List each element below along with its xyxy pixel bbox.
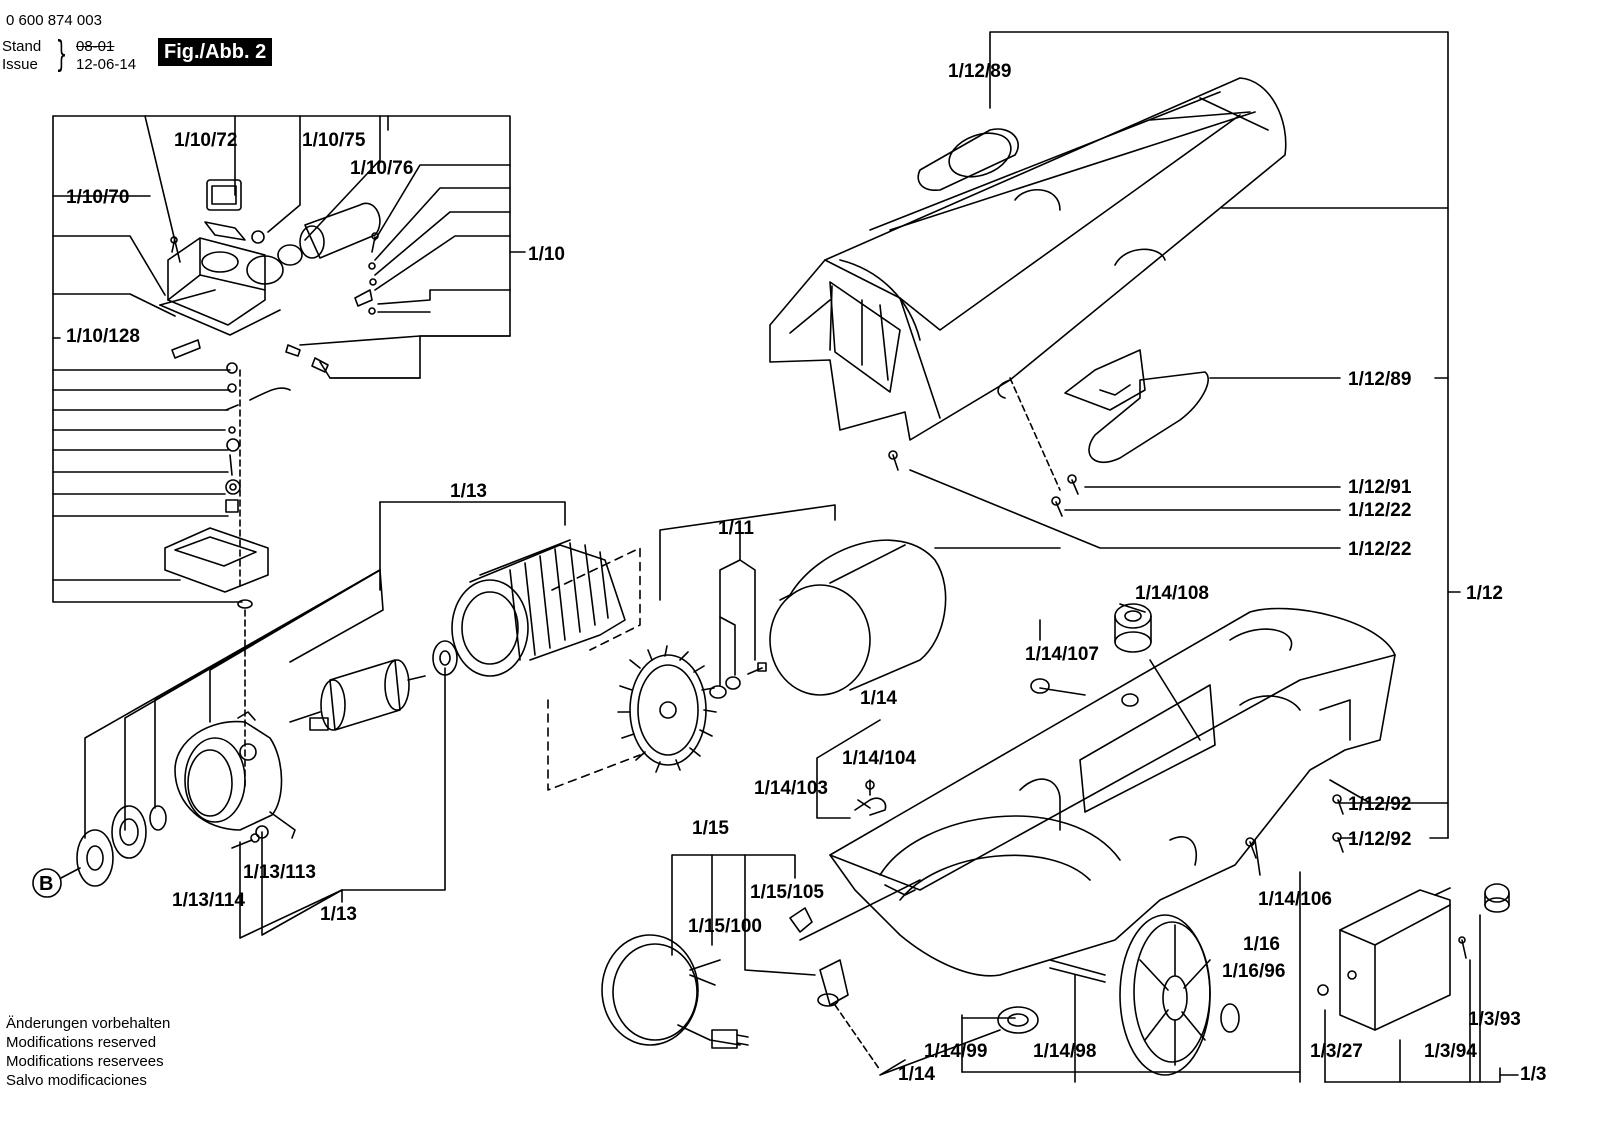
- note-es: Salvo modificaciones: [6, 1072, 147, 1089]
- callout-1-13-114: 1/13/114: [172, 890, 245, 911]
- callout-1-10-75: 1/10/75: [302, 130, 366, 151]
- motor-drawing: [32, 539, 641, 898]
- callout-1-12-22-a: 1/12/22: [1348, 500, 1411, 521]
- callout-1-14-107: 1/14/107: [1025, 644, 1099, 665]
- callout-1-12-92-a: 1/12/92: [1348, 794, 1411, 815]
- fan-drawing: [617, 539, 947, 773]
- callout-1-10-128: 1/10/128: [66, 326, 140, 347]
- callout-1-14-104: 1/14/104: [842, 748, 916, 769]
- callout-1-14-103: 1/14/103: [754, 778, 828, 799]
- callout-1-12-89-right: 1/12/89: [1348, 369, 1411, 390]
- callout-1-15-105: 1/15/105: [750, 882, 824, 903]
- callout-1-16: 1/16: [1243, 934, 1280, 955]
- callout-1-14: 1/14: [860, 688, 897, 709]
- callout-1-14-98: 1/14/98: [1033, 1041, 1096, 1062]
- stand-label: Stand: [2, 38, 42, 55]
- note-fr: Modifications reservees: [6, 1053, 164, 1070]
- callout-1-14-bottom: 1/14: [898, 1064, 935, 1085]
- callout-1-13-113: 1/13/113: [243, 862, 316, 883]
- base-drawing: [829, 603, 1396, 1076]
- callout-1-12-89-top: 1/12/89: [948, 61, 1011, 82]
- callout-1-12-91: 1/12/91: [1348, 477, 1412, 498]
- callout-1-3-93: 1/3/93: [1468, 1009, 1521, 1030]
- callout-1-13-bottom: 1/13: [320, 904, 357, 925]
- callout-1-10-70: 1/10/70: [66, 187, 129, 208]
- switch-housing-drawing: [159, 179, 381, 791]
- callout-1-3: 1/3: [1520, 1064, 1546, 1085]
- note-de: Änderungen vorbehalten: [6, 1015, 171, 1032]
- callout-1-3-94: 1/3/94: [1424, 1041, 1477, 1062]
- brace-icon: }: [55, 34, 68, 75]
- shroud-drawing: [769, 77, 1287, 517]
- cable-drawing: [601, 907, 1001, 1076]
- callout-1-12-22-b: 1/12/22: [1348, 539, 1411, 560]
- callout-1-12: 1/12: [1466, 583, 1503, 604]
- callout-1-12-92-b: 1/12/92: [1348, 829, 1411, 850]
- figure-tag: Fig./Abb. 2: [158, 38, 273, 66]
- callout-1-14-106: 1/14/106: [1258, 889, 1332, 910]
- issue-label: Issue: [2, 56, 38, 73]
- callout-1-10: 1/10: [528, 244, 565, 265]
- part-number: 0 600 874 003: [6, 12, 102, 29]
- cable-bracket: [671, 854, 921, 976]
- callout-1-14-99: 1/14/99: [924, 1041, 987, 1062]
- switch-assembly-bracket: [52, 115, 526, 603]
- motor-bracket: [84, 501, 566, 939]
- fan-bracket: [659, 504, 836, 686]
- callout-1-15-100: 1/15/100: [688, 916, 762, 937]
- callout-b: B: [39, 873, 53, 895]
- callout-1-10-76: 1/10/76: [350, 158, 413, 179]
- callout-1-15: 1/15: [692, 818, 729, 839]
- callout-1-16-96: 1/16/96: [1222, 961, 1285, 982]
- callout-1-11: 1/11: [718, 518, 754, 539]
- capacitor-bracket: [1324, 914, 1519, 1083]
- issue-date: 12-06-14: [76, 56, 137, 73]
- shroud-bracket: [909, 31, 1461, 839]
- callout-1-10-72: 1/10/72: [174, 130, 237, 151]
- callout-1-3-27: 1/3/27: [1310, 1041, 1363, 1062]
- old-date: 08-01: [76, 38, 115, 55]
- callout-1-13-top: 1/13: [450, 481, 487, 502]
- note-en: Modifications reserved: [6, 1034, 157, 1051]
- base-bracket: [816, 547, 1301, 1083]
- capacitor-drawing: [1317, 883, 1510, 1031]
- callout-1-14-108: 1/14/108: [1135, 583, 1209, 604]
